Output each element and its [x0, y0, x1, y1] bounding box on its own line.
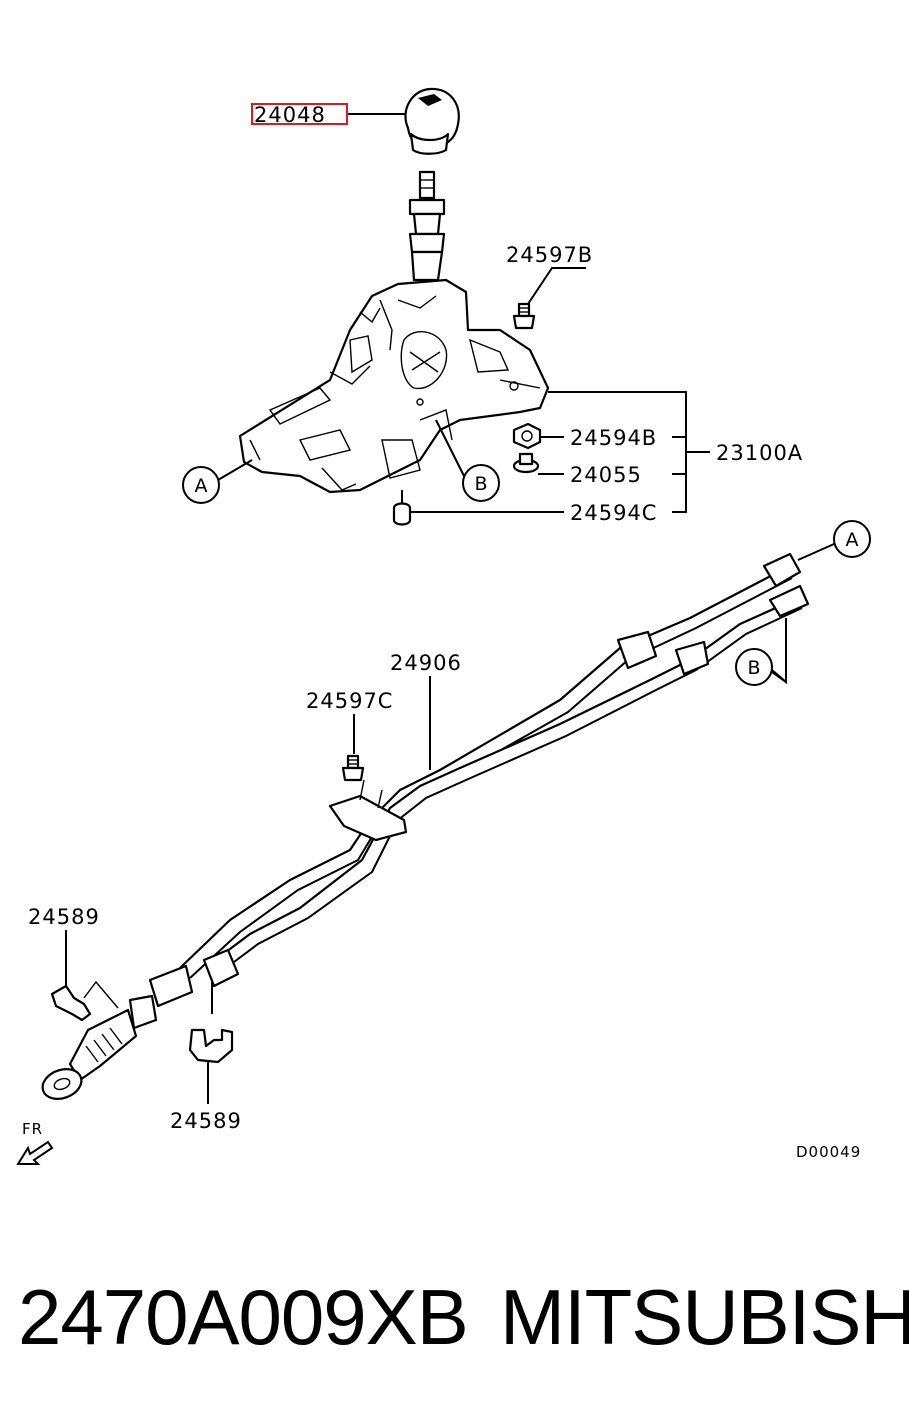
label-nut[interactable]: 24594B [570, 426, 657, 450]
label-bushing[interactable]: 24594C [570, 501, 657, 525]
callout-b-cable-circle [735, 648, 773, 686]
diagram-code: D00049 [796, 1143, 861, 1161]
shifter-base[interactable] [238, 278, 550, 494]
nut-24594b[interactable] [512, 422, 542, 450]
callout-a-cable[interactable]: A [846, 529, 859, 551]
label-bolt-top[interactable]: 24597B [506, 243, 593, 267]
knob-label-highlight [251, 103, 348, 125]
front-arrow-icon [16, 1140, 54, 1165]
parts-diagram: 24048 24597B [16, 87, 871, 1165]
callout-a-lever-circle [182, 466, 220, 504]
washer-24055[interactable] [512, 452, 540, 474]
callout-a-lever[interactable]: A [195, 475, 208, 497]
bolt-24597c[interactable] [341, 754, 365, 782]
callout-b-lever[interactable]: B [474, 473, 487, 495]
direction-label: FR [22, 1120, 43, 1138]
callout-b-lever-circle [462, 464, 500, 502]
label-cable[interactable]: 24906 [390, 651, 462, 675]
label-knob[interactable]: 24048 [254, 103, 326, 127]
bracket-assembly [548, 391, 687, 513]
callout-b-cable[interactable]: B [747, 657, 760, 679]
bushing-24594c[interactable] [392, 502, 412, 526]
clip-bottom-24589[interactable] [188, 1028, 234, 1064]
shift-cable-assembly[interactable] [38, 552, 810, 1104]
bolt-24597b[interactable] [512, 302, 536, 330]
label-clip-left[interactable]: 24589 [28, 905, 100, 929]
clip-left-24589[interactable] [50, 980, 119, 1022]
label-bolt-cable[interactable]: 24597C [306, 689, 393, 713]
leader-bolt-top [527, 267, 586, 305]
shift-knob[interactable] [404, 87, 460, 155]
label-washer[interactable]: 24055 [570, 463, 642, 487]
shift-lever-shaft [408, 170, 446, 282]
callout-a-cable-circle [833, 520, 871, 558]
part-number: 2470A009XB [18, 1273, 469, 1361]
footer: 2470A009XB MITSUBISHI [0, 1262, 909, 1372]
label-clip-bottom[interactable]: 24589 [170, 1109, 242, 1133]
label-assembly[interactable]: 23100A [716, 441, 803, 465]
brand-name: MITSUBISHI [500, 1273, 909, 1361]
